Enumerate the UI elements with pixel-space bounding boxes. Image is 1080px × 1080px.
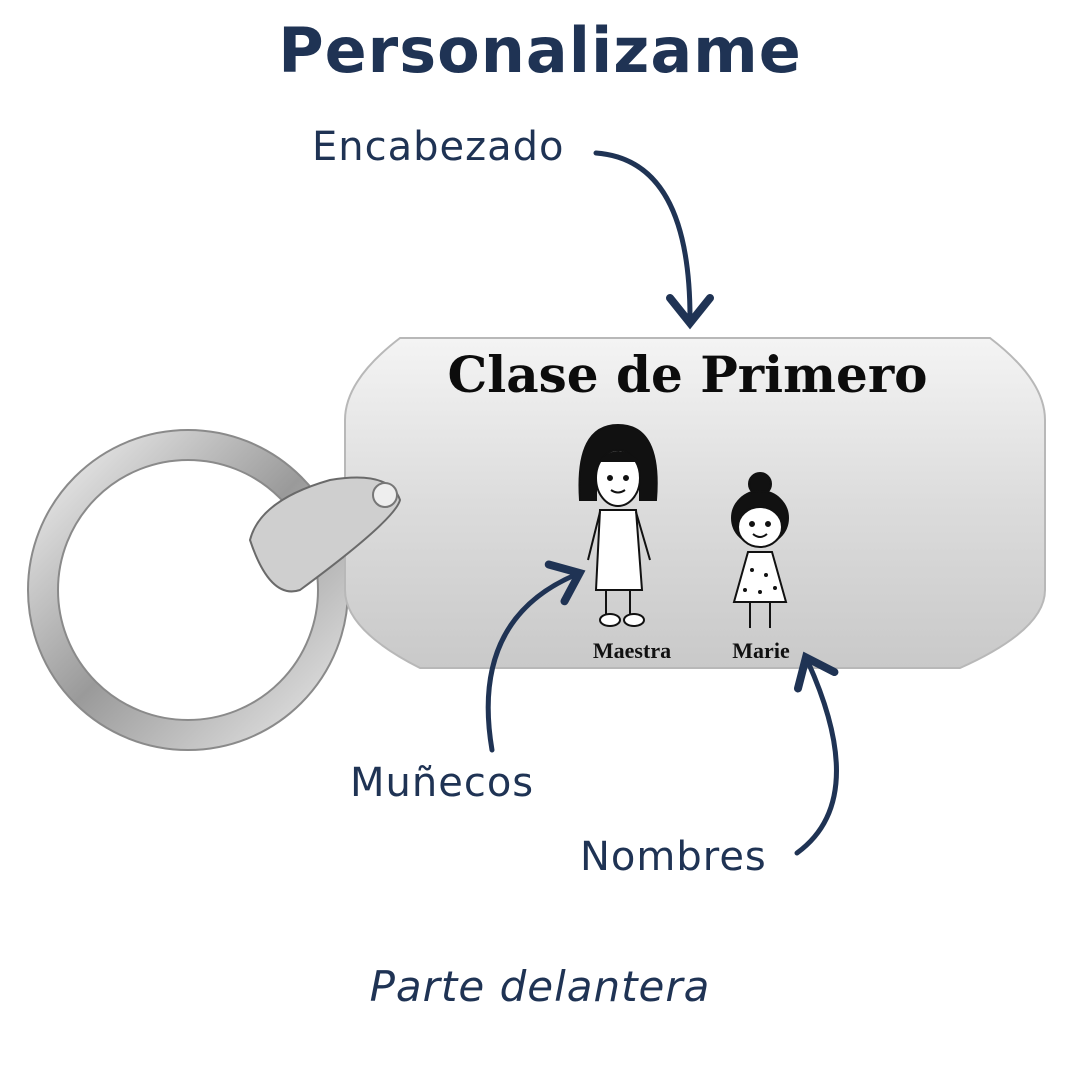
arrow-figures: [485, 560, 586, 753]
names-label: Nombres: [580, 834, 767, 880]
figures-label: Muñecos: [350, 760, 535, 806]
page-title: Personalizame: [278, 14, 802, 87]
header-label: Encabezado: [312, 124, 565, 170]
name-teacher: Maestra: [592, 638, 672, 663]
footer-caption: Parte delantera: [369, 962, 711, 1011]
arrow-names: [793, 651, 839, 856]
name-student: Marie: [732, 638, 790, 663]
bail: [248, 476, 402, 593]
girl-figure-icon: [731, 472, 789, 628]
teacher-figure-icon: [578, 423, 658, 627]
tag-heading: Clase de Primero: [447, 345, 928, 404]
metal-tag: [344, 337, 1046, 669]
arrow-header: [593, 150, 714, 330]
